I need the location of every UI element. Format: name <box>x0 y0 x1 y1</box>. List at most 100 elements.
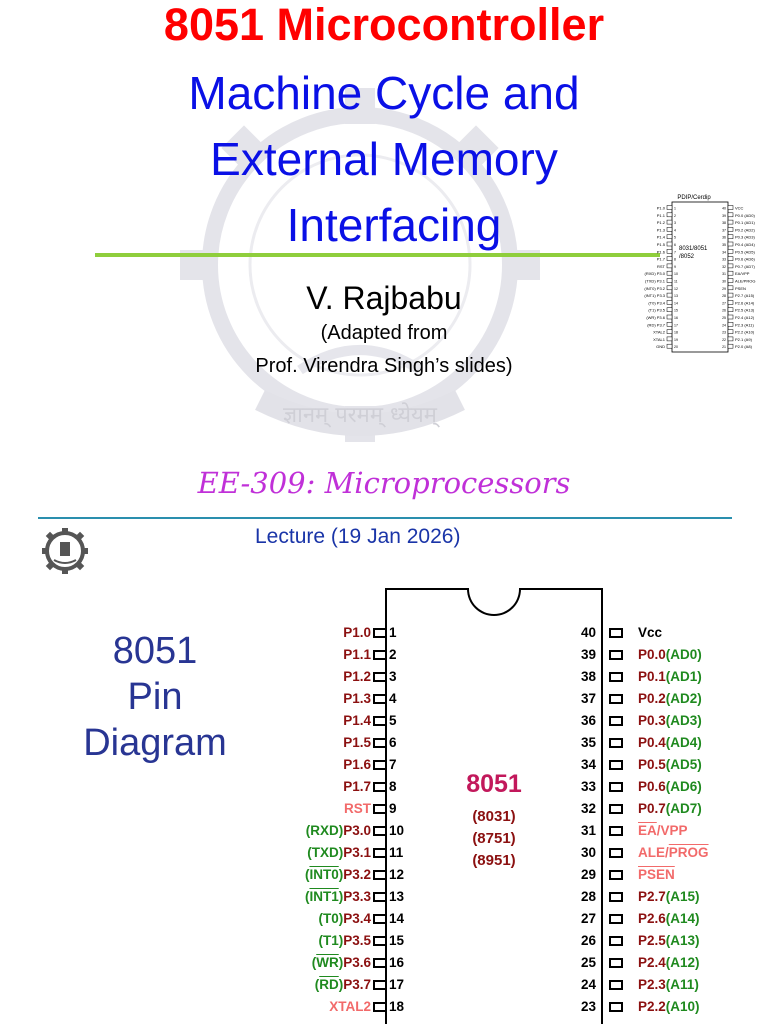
mini-pin-label: RST <box>657 264 666 269</box>
pin-name: Vcc <box>638 625 663 640</box>
pin-name: P1.0 <box>343 625 371 640</box>
mini-pin-label: (RXD) P3.0 <box>645 271 666 276</box>
mini-pin-number: 31 <box>722 272 726 276</box>
pin-name: P3.3 <box>343 889 371 904</box>
pin-name: P3.2 <box>343 867 371 882</box>
pin-name: P1.4 <box>343 713 371 728</box>
pin-label: P0.4(AD4) <box>638 732 702 754</box>
pin-alt-function: A13 <box>670 933 696 948</box>
pin-name: P1.2 <box>343 669 371 684</box>
mini-pin-number: 15 <box>674 309 678 313</box>
mini-pin-number: 33 <box>722 258 726 262</box>
author-name: V. Rajbabu <box>306 280 462 316</box>
pin-number: 28 <box>580 889 596 904</box>
pin-terminal <box>373 650 387 660</box>
mini-pin-label: (T1) P3.5 <box>648 308 665 313</box>
pin-paren: ( <box>665 691 671 706</box>
mini-header: PDIP/Cerdip <box>677 195 711 201</box>
mini-pin-number: 40 <box>722 207 726 211</box>
mini-chip-label-2: /8052 <box>679 254 695 260</box>
pin-paren: ) <box>695 955 700 970</box>
pin-alt-function: RXD <box>310 823 339 838</box>
pin-paren: ) <box>338 911 344 926</box>
pin-paren: ) <box>694 977 699 992</box>
pin-terminal <box>609 1002 623 1012</box>
pin-terminal <box>373 760 387 770</box>
pin-label: P2.3(A11) <box>638 974 699 996</box>
pin-label: P0.1(AD1) <box>638 666 702 688</box>
pin-terminal <box>609 782 623 792</box>
pin-label: P0.6(AD6) <box>638 776 702 798</box>
mini-pin-terminal <box>727 241 734 247</box>
pin-label: P1.6 <box>343 754 371 776</box>
pin-paren: ( <box>307 845 312 860</box>
mini-pin-terminal <box>666 292 673 298</box>
pin-alt-function: AD6 <box>670 779 698 794</box>
title-slide: ज्ञानम् परमम् ध्येयम् 8051 Microcontroll… <box>0 0 768 510</box>
pin-number: 23 <box>580 999 596 1014</box>
pin-terminal <box>609 936 623 946</box>
mini-pin-label: P0.6 (AD6) <box>735 257 755 262</box>
pin-paren: ) <box>697 691 702 706</box>
mini-pin-number: 18 <box>674 331 678 335</box>
pin-name: P1.5 <box>343 735 371 750</box>
pin-name: XTAL2 <box>329 999 371 1014</box>
pin-terminal <box>609 914 623 924</box>
institute-seal-watermark: ज्ञानम् परमम् ध्येयम् <box>180 88 540 442</box>
pin-label: (TXD)P3.1 <box>307 842 371 864</box>
pin-paren: ) <box>338 977 344 992</box>
pin-alt-function: INT0 <box>309 867 339 882</box>
mini-pin-terminal <box>666 343 673 349</box>
mini-pin-terminal <box>727 205 734 210</box>
pin-label: PSEN <box>638 864 675 886</box>
pin-paren: ( <box>665 757 671 772</box>
pin-name: P2.5 <box>638 933 666 948</box>
mini-pin-label: P1.2 <box>657 220 666 225</box>
mini-pin-terminal <box>666 322 673 327</box>
pin-paren: ( <box>665 713 671 728</box>
pin-terminal <box>373 892 387 902</box>
mini-chip-label-1: 8031/8051 <box>679 246 708 252</box>
pin-paren: ) <box>697 669 702 684</box>
mini-pin-label: ALE/PROG <box>735 279 755 284</box>
mini-pin-number: 1 <box>674 207 676 211</box>
pin-alt-function: A12 <box>670 955 696 970</box>
mini-pin-number: 11 <box>674 280 678 284</box>
pin-name: P0.0 <box>638 647 666 662</box>
pin-terminal <box>373 628 387 638</box>
pin-paren: ( <box>305 823 311 838</box>
pin-number: 12 <box>389 867 405 882</box>
mini-pin-number: 38 <box>722 221 726 225</box>
mini-pin-number: 10 <box>674 272 678 276</box>
pin-number: 32 <box>580 801 596 816</box>
title-divider <box>95 253 660 257</box>
chip-body <box>385 588 603 1024</box>
pin-name: P1.6 <box>343 757 371 772</box>
mini-pin-label: P1.7 <box>657 257 666 262</box>
mini-pin-label: PSEN <box>735 286 746 291</box>
pin-label: P1.5 <box>343 732 371 754</box>
mini-pin-number: 29 <box>722 287 726 291</box>
pin-name: P0.3 <box>638 713 666 728</box>
mini-pin-label: P1.3 <box>657 227 666 232</box>
pin-number: 39 <box>580 647 596 662</box>
mini-pin-label: P1.0 <box>657 206 666 211</box>
pin-paren: ( <box>665 999 671 1014</box>
mini-pin-terminal <box>666 307 673 312</box>
mini-pin-number: 19 <box>674 338 678 342</box>
pin-number: 14 <box>389 911 405 926</box>
mini-pin-number: 6 <box>674 243 676 247</box>
pin-number: 26 <box>580 933 596 948</box>
mini-pin-number: 12 <box>674 287 678 291</box>
